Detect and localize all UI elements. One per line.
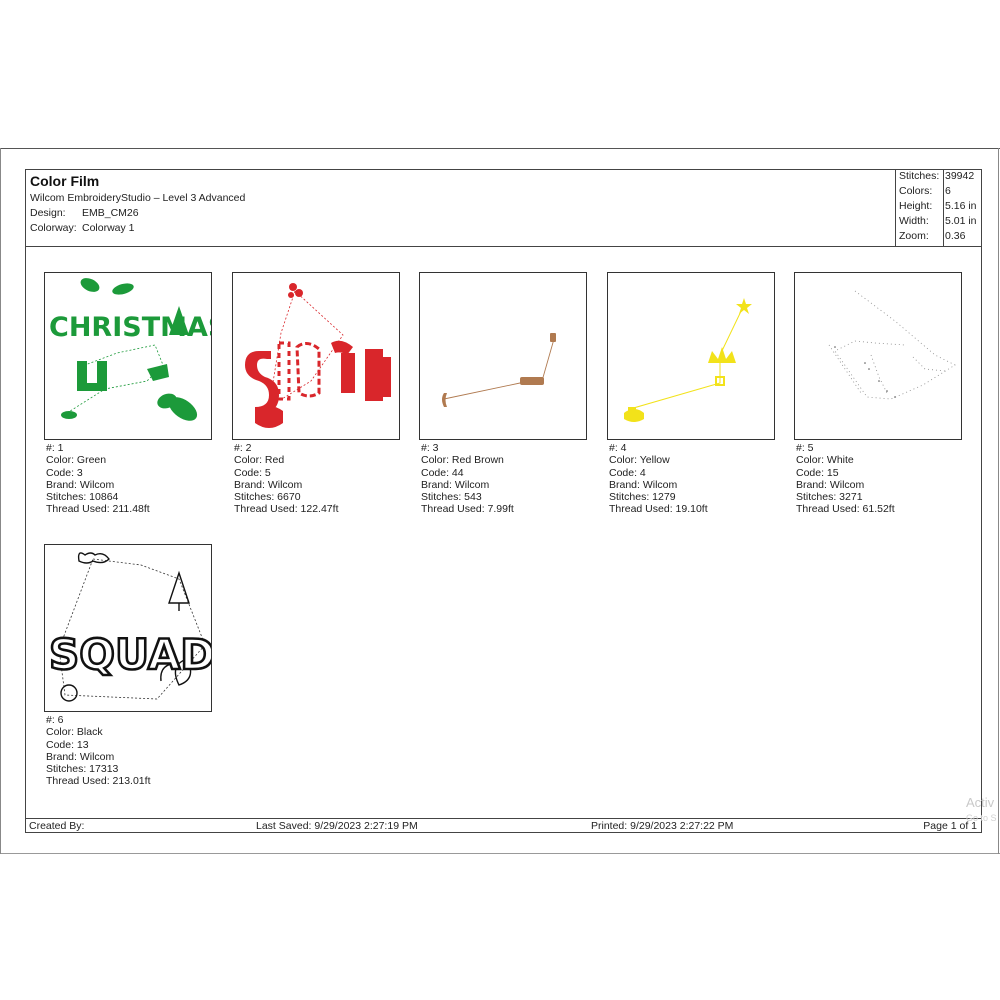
stat-value: 0.36 <box>945 230 966 242</box>
stat-width: Width: 5.01 in <box>896 215 982 230</box>
color-thread-used: Thread Used: 61.52ft <box>796 503 895 516</box>
printed-date: Printed: 9/29/2023 2:27:22 PM <box>591 820 734 832</box>
color-number: #: 5 <box>796 442 814 454</box>
color-code: Code: 13 <box>46 738 89 751</box>
colorway-label: Colorway: <box>30 222 77 234</box>
color-name: Color: Green <box>46 454 107 467</box>
color-stitches: Stitches: 3271 <box>796 491 863 504</box>
color-stitches: Stitches: 17313 <box>46 763 119 776</box>
stat-label: Height: <box>899 200 933 212</box>
stat-height: Height: 5.16 in <box>896 200 982 215</box>
activation-watermark-subtext: Go to S <box>966 813 997 823</box>
color-name: Color: Yellow <box>609 454 670 467</box>
last-saved: Last Saved: 9/29/2023 2:27:19 PM <box>256 820 418 832</box>
color-number: #: 2 <box>234 442 252 454</box>
stat-label: Stitches: <box>899 170 940 182</box>
thumbnail-green: CHRISTMAS <box>44 272 212 440</box>
color-name: Color: Red <box>234 454 285 467</box>
stat-value: 39942 <box>945 170 975 182</box>
color-thread-used: Thread Used: 122.47ft <box>234 503 339 516</box>
squad-preview-text: SQUAD <box>49 630 211 679</box>
color-number: #: 6 <box>46 714 64 726</box>
color-stitches: Stitches: 10864 <box>46 491 119 504</box>
color-code: Code: 3 <box>46 466 83 479</box>
design-stats: Stitches: 39942 Colors: 6 Height: 5.16 in W… <box>895 170 982 246</box>
color-stitches: Stitches: 543 <box>421 491 482 504</box>
color-thread-used: Thread Used: 213.01ft <box>46 775 151 788</box>
thumbnail-black: SQUAD <box>44 544 212 712</box>
colorway-line: Colorway: Colorway 1 <box>30 222 135 234</box>
green-embroidery-preview: CHRISTMAS <box>49 278 211 421</box>
white-embroidery-preview <box>828 290 956 400</box>
activation-watermark: Activ <box>966 795 995 810</box>
color-code: Code: 15 <box>796 466 839 479</box>
color-brand: Brand: Wilcom <box>46 750 115 763</box>
stats-divider <box>943 170 944 246</box>
red-brown-embroidery-preview <box>442 333 556 407</box>
color-info-4: #: 4 Color: Yellow Code: 4 Brand: Wilcom… <box>609 442 708 516</box>
color-name: Color: Black <box>46 726 103 739</box>
christmas-preview-text: CHRISTMAS <box>49 312 211 343</box>
color-info-2: #: 2 Color: Red Code: 5 Brand: Wilcom St… <box>234 442 338 516</box>
color-brand: Brand: Wilcom <box>234 478 303 491</box>
stat-value: 5.16 in <box>945 200 977 212</box>
report-title: Color Film <box>30 173 100 189</box>
stat-zoom: Zoom: 0.36 <box>896 230 982 245</box>
stat-label: Width: <box>899 215 929 227</box>
software-name: Wilcom EmbroideryStudio – Level 3 Advanc… <box>30 192 246 204</box>
page-number: Page 1 of 1 <box>923 820 977 832</box>
color-number: #: 4 <box>609 442 627 454</box>
page-left-edge <box>0 148 1 854</box>
color-brand: Brand: Wilcom <box>609 478 678 491</box>
thumbnail-white <box>794 272 962 440</box>
design-value: EMB_CM26 <box>82 207 139 219</box>
color-info-1: #: 1 Color: Green Code: 3 Brand: Wilcom … <box>46 442 150 516</box>
color-code: Code: 5 <box>234 466 271 479</box>
color-thread-used: Thread Used: 7.99ft <box>421 503 514 516</box>
color-film-page <box>0 148 1000 854</box>
color-info-6: #: 6 Color: Black Code: 13 Brand: Wilcom… <box>46 714 150 788</box>
color-stitches: Stitches: 1279 <box>609 491 676 504</box>
color-number: #: 1 <box>46 442 64 454</box>
color-info-3: #: 3 Color: Red Brown Code: 44 Brand: Wi… <box>421 442 514 516</box>
color-brand: Brand: Wilcom <box>796 478 865 491</box>
black-embroidery-preview: SQUAD <box>48 552 211 702</box>
color-number: #: 3 <box>421 442 439 454</box>
color-stitches: Stitches: 6670 <box>234 491 301 504</box>
thumbnail-red-brown <box>419 272 587 440</box>
thumbnail-red <box>232 272 400 440</box>
created-by: Created By: <box>29 820 85 832</box>
stat-value: 6 <box>945 185 951 197</box>
stat-colors: Colors: 6 <box>896 185 982 200</box>
yellow-embroidery-preview <box>624 298 752 422</box>
report-frame: Color Film Wilcom EmbroideryStudio – Lev… <box>25 169 982 833</box>
red-embroidery-preview <box>245 283 391 428</box>
colorway-value: Colorway 1 <box>82 222 135 234</box>
stat-label: Zoom: <box>899 230 929 242</box>
design-label: Design: <box>30 207 66 219</box>
thumbnail-yellow <box>607 272 775 440</box>
report-header: Color Film Wilcom EmbroideryStudio – Lev… <box>26 170 981 247</box>
color-code: Code: 4 <box>609 466 646 479</box>
color-brand: Brand: Wilcom <box>421 478 490 491</box>
color-name: Color: Red Brown <box>421 454 504 467</box>
stat-value: 5.01 in <box>945 215 977 227</box>
stat-label: Colors: <box>899 185 933 197</box>
design-line: Design: EMB_CM26 <box>30 207 139 219</box>
color-name: Color: White <box>796 454 854 467</box>
color-code: Code: 44 <box>421 466 464 479</box>
color-brand: Brand: Wilcom <box>46 478 115 491</box>
report-footer: Created By: Last Saved: 9/29/2023 2:27:1… <box>26 818 981 833</box>
color-thread-used: Thread Used: 19.10ft <box>609 503 708 516</box>
stat-stitches: Stitches: 39942 <box>896 170 982 185</box>
page-right-edge <box>998 148 999 854</box>
color-thread-used: Thread Used: 211.48ft <box>46 503 150 516</box>
color-info-5: #: 5 Color: White Code: 15 Brand: Wilcom… <box>796 442 895 516</box>
